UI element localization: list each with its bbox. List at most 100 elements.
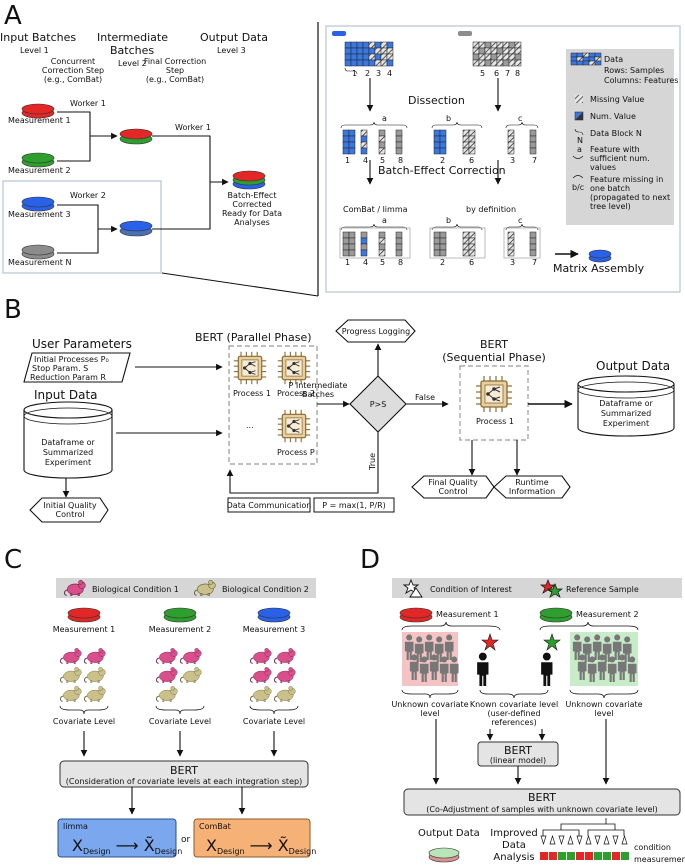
panel-label-b: B [4, 295, 22, 325]
c-label-m2: Measurement 2 [149, 625, 212, 634]
mid-block-5-cell [439, 141, 447, 149]
mid-block-4-cell [395, 243, 403, 251]
mid-block-1-cell [348, 135, 356, 143]
chip-process-1 [233, 351, 267, 385]
mid-block-8 [529, 129, 537, 155]
mouse-pink [274, 667, 296, 683]
top-right-matrix-cell [478, 53, 486, 61]
top-left-matrix-cell [350, 59, 358, 67]
group-letter-a: a [382, 114, 387, 123]
d-bert1-sub: (linear model) [490, 756, 546, 765]
mouse-glyph [250, 648, 272, 664]
mid-block-6-cell [468, 243, 476, 251]
top-left-matrix-cell [368, 41, 376, 49]
legend-missing: Missing Value [590, 95, 644, 104]
bot-id: 8 [398, 258, 403, 267]
top-id-right: 8 [515, 69, 520, 78]
legend-data-swatch-cell [588, 56, 596, 62]
data-comm-label: Data Communication [227, 501, 312, 510]
mid-id: 4 [363, 156, 368, 165]
legend-data-swatch-cell [570, 60, 578, 66]
mid-block-8-cell [529, 147, 537, 155]
mid-block-6-cell [468, 141, 476, 149]
mouse-glyph [60, 686, 82, 702]
top-right-matrix-cell [478, 47, 486, 55]
mid-block-8-cell [529, 231, 537, 239]
bot-group-brace-c [505, 223, 539, 231]
disk-mn [21, 244, 55, 260]
p-update-label: P = max(1, P/R) [322, 501, 386, 510]
mid-block-8-cell [529, 249, 537, 257]
mid-block-3 [378, 231, 386, 257]
mid-block-2-cell [360, 141, 368, 149]
dendro-triangle [585, 834, 592, 845]
p-update-box [313, 497, 395, 513]
bot-id: 7 [532, 258, 537, 267]
measurement-cell [612, 852, 620, 860]
top-right-matrix-cell [496, 53, 504, 61]
top-left-matrix-cell [380, 53, 388, 61]
top-right-matrix-cell [484, 41, 492, 49]
measurement-cell [549, 852, 557, 860]
top-right-matrix-cell [490, 47, 498, 55]
mid-block-5-cell [439, 243, 447, 251]
disk-m3 [21, 196, 55, 212]
top-right-matrix-cell [472, 41, 480, 49]
mid-block-5 [433, 231, 447, 257]
mid-block-1-cell [342, 231, 350, 239]
mid-block-1 [342, 231, 356, 257]
panel-label-d: D [360, 545, 380, 575]
mid-block-1-cell [342, 141, 350, 149]
worker2: Worker 2 [70, 191, 106, 200]
top-right-matrix-cell [502, 53, 510, 61]
false-label: False [415, 393, 435, 402]
mid-block-3-cell [378, 237, 386, 245]
bot-id: 3 [510, 258, 515, 267]
bot-id: 5 [380, 258, 385, 267]
mouse-glyph [84, 667, 106, 683]
bot-group-letter-b: b [446, 216, 451, 225]
legend-suff-2: values [590, 163, 616, 172]
combat-formula: XDesign ⟶ X̃Design [206, 836, 316, 856]
top-right-matrix-cell [514, 47, 522, 55]
mid-block-5-cell [433, 231, 441, 239]
top-right-matrix-cell [502, 59, 510, 67]
mid-block-6-cell [462, 243, 470, 251]
legend-miss-letter: b/c [572, 183, 584, 192]
disk-assembly [588, 249, 612, 263]
dendro-triangle [621, 834, 628, 845]
top-right-matrix-cell [472, 47, 480, 55]
mid-block-3 [378, 129, 386, 155]
top-left-matrix-cell [386, 59, 394, 67]
mid-block-4-cell [395, 147, 403, 155]
user-params-title: User Parameters [32, 337, 132, 351]
top-left-matrix-cell [368, 53, 376, 61]
top-right-matrix-cell [490, 59, 498, 67]
mouse-pink [180, 648, 202, 664]
group-brace-a [340, 121, 408, 129]
process-1-label: Process 1 [233, 389, 271, 398]
mid-block-6-cell [462, 135, 470, 143]
legend-cols: Columns: Features [604, 76, 678, 85]
mid-block-1-cell [348, 147, 356, 155]
progress-label: Progress Logging [342, 327, 410, 336]
mouse-olive [180, 667, 202, 683]
mid-block-7-cell [507, 141, 515, 149]
group-brace-b [431, 121, 483, 129]
legend-data-swatch [570, 52, 602, 66]
c-braces [59, 705, 299, 715]
mid-block-7-cell [507, 249, 515, 257]
top-left-matrix-cell [362, 59, 370, 67]
mid-block-8 [529, 231, 537, 257]
mouse-olive [156, 686, 178, 702]
mouse-glyph [156, 667, 178, 683]
mid-block-5-cell [433, 243, 441, 251]
top-left-matrix-cell [350, 53, 358, 61]
bot-frame-c [503, 227, 541, 259]
mid-block-1 [342, 129, 356, 155]
top-right-matrix-cell [508, 47, 516, 55]
measurement-cell [540, 852, 548, 860]
panel-b: B User Parameters Initial Processes P₀ S… [4, 295, 675, 523]
